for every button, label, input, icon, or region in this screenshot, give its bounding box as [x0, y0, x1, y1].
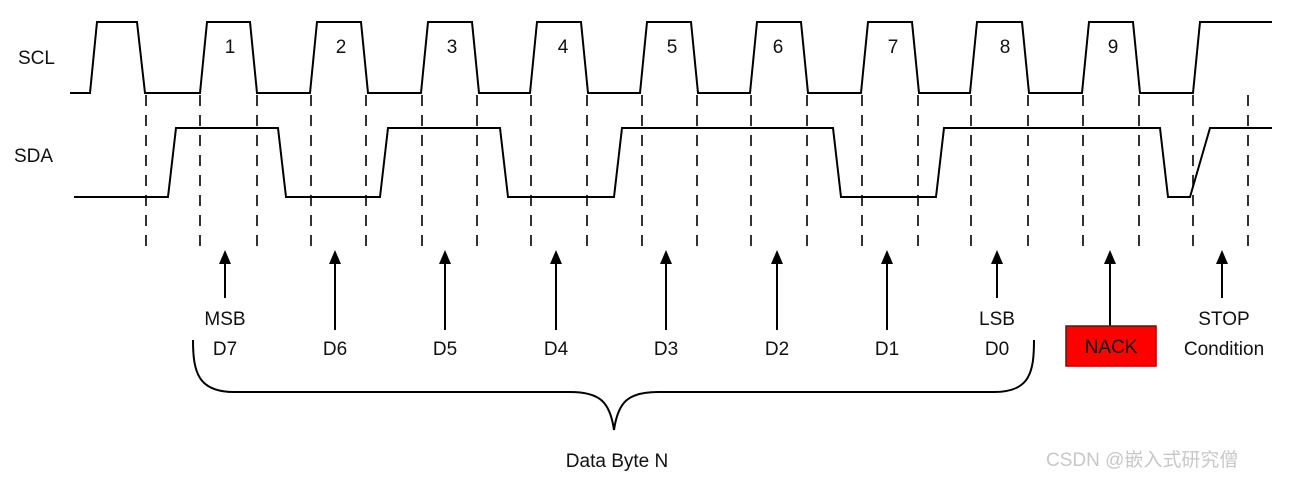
- bit-label-d7: D7: [213, 339, 237, 360]
- arrow-head: [881, 250, 893, 264]
- scl-label: SCL: [18, 48, 55, 69]
- bit-label-d5: D5: [433, 339, 457, 360]
- clock-number: 3: [447, 37, 458, 58]
- msb-label: MSB: [204, 309, 245, 330]
- clock-number: 5: [667, 37, 678, 58]
- arrow-head: [1216, 250, 1228, 264]
- arrow-head: [550, 250, 562, 264]
- arrow-head: [219, 250, 231, 264]
- dashed-guides: [145, 95, 1249, 250]
- arrow-head: [439, 250, 451, 264]
- nack-label: NACK: [1085, 337, 1138, 358]
- arrow-head: [771, 250, 783, 264]
- clock-number: 4: [558, 37, 569, 58]
- lsb-label: LSB: [979, 309, 1015, 330]
- sda-waveform: [74, 127, 1272, 198]
- clock-number: 6: [773, 37, 784, 58]
- bit-label-d2: D2: [765, 339, 789, 360]
- scl-waveform: [70, 21, 1272, 94]
- arrow-head: [660, 250, 672, 264]
- data-byte-label: Data Byte N: [566, 451, 668, 472]
- clock-number: 7: [888, 37, 899, 58]
- clock-number: 2: [336, 37, 347, 58]
- clock-number: 8: [1000, 37, 1011, 58]
- arrow-head: [329, 250, 341, 264]
- bit-label-d3: D3: [654, 339, 678, 360]
- nack-box: [1065, 325, 1157, 367]
- watermark: CSDN @嵌入式研究僧: [1046, 449, 1238, 471]
- bit-label-d1: D1: [875, 339, 899, 360]
- clock-numbers: 1 2 3 4 5 6 7 8 9: [225, 37, 1119, 58]
- bit-label-d6: D6: [323, 339, 347, 360]
- stop-condition-label: Condition: [1184, 339, 1264, 360]
- bit-label-d0: D0: [985, 339, 1009, 360]
- clock-number: 9: [1108, 37, 1119, 58]
- clock-number: 1: [225, 37, 236, 58]
- arrow-head: [1104, 250, 1116, 264]
- sda-label: SDA: [14, 146, 53, 167]
- stop-label: STOP: [1198, 309, 1249, 330]
- arrow-head: [991, 250, 1003, 264]
- bit-labels: MSB D7 D6 D5 D4 D3 D2 D1 LSB D0: [204, 309, 1015, 360]
- bit-label-d4: D4: [544, 339, 569, 360]
- data-byte-brace: [192, 339, 1035, 431]
- sample-arrows: [219, 250, 1228, 330]
